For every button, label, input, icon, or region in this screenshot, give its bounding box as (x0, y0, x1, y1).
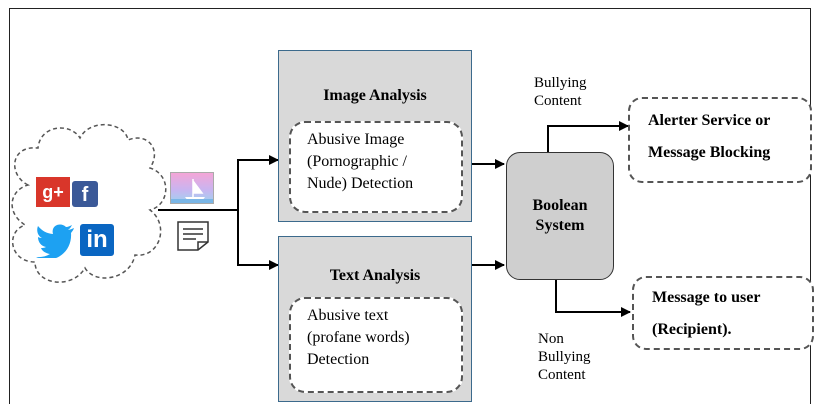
detection-line: Nude) Detection (307, 175, 414, 192)
alerter-service-box: Alerter Service or Message Blocking (628, 97, 812, 183)
facebook-icon: f (72, 181, 98, 207)
boolean-line: Boolean (532, 197, 588, 214)
boolean-line: System (535, 217, 585, 234)
output-line: (Recipient). (652, 321, 732, 338)
label-line: Non (538, 331, 564, 347)
image-file-icon (170, 172, 214, 204)
figure-frame (9, 8, 811, 404)
label-line: Content (534, 93, 582, 109)
bullying-arrow (547, 121, 629, 152)
label-line: Content (538, 367, 586, 383)
input-to-image-arrow (237, 155, 279, 210)
text-document-icon (176, 220, 210, 252)
text-analysis-box: Text Analysis Abusive text (profane word… (278, 236, 472, 402)
label-line: Bullying (538, 349, 591, 365)
detection-line: Abusive Image (307, 131, 405, 148)
detection-line: Abusive text (307, 307, 389, 324)
bullying-content-label: Bullying Content (534, 74, 587, 110)
abusive-text-detection-box: Abusive text (profane words) Detection (289, 297, 463, 393)
detection-line: Detection (307, 351, 370, 368)
boolean-system-box: Boolean System (506, 152, 614, 280)
input-to-text-arrow (237, 210, 279, 270)
detection-line: (profane words) (307, 329, 410, 346)
label-line: Bullying (534, 75, 587, 91)
non-bullying-content-label: Non Bullying Content (538, 330, 591, 384)
output-line: Alerter Service or (648, 112, 771, 129)
image-analysis-box: Image Analysis Abusive Image (Pornograph… (278, 50, 472, 222)
twitter-icon (36, 220, 76, 260)
linkedin-icon: in (80, 224, 114, 256)
google-plus-icon: g+ (36, 177, 70, 207)
output-line: Message to user (652, 289, 761, 306)
text-analysis-title: Text Analysis (329, 267, 421, 284)
abusive-image-detection-box: Abusive Image (Pornographic / Nude) Dete… (289, 121, 463, 213)
detection-line: (Pornographic / (307, 153, 407, 170)
message-to-user-box: Message to user (Recipient). (632, 276, 814, 350)
output-line: Message Blocking (648, 144, 771, 161)
image-analysis-title: Image Analysis (323, 87, 427, 104)
non-bullying-arrow (555, 280, 631, 317)
